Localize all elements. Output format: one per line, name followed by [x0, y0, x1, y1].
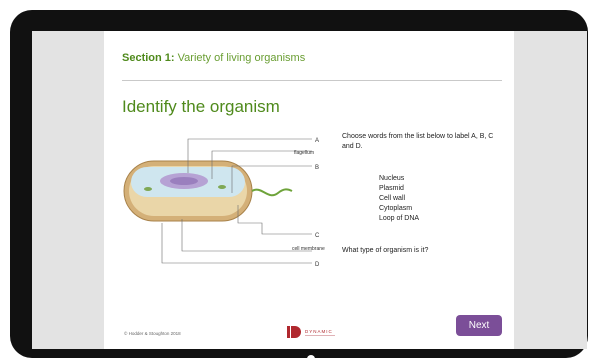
instructions: Choose words from the list below to labe…	[342, 133, 494, 150]
header-divider	[122, 80, 502, 81]
word-list: Nucleus Plasmid Cell wall Cytoplasm Loop…	[379, 174, 419, 224]
label-flagellum: flagellum	[294, 150, 314, 156]
section-prefix: Section 1:	[122, 52, 175, 64]
word-list-item: Loop of DNA	[379, 215, 420, 222]
slide: Section 1: Variety of living organisms I…	[104, 31, 514, 349]
page-title: Identify the organism	[122, 97, 280, 116]
screen: Section 1: Variety of living organisms I…	[32, 31, 587, 349]
next-button[interactable]: Next	[456, 315, 502, 336]
word-list-item: Nucleus	[379, 175, 405, 182]
plasmid-shape	[218, 185, 226, 189]
tablet-device: Section 1: Variety of living organisms I…	[10, 10, 588, 363]
word-list-item: Cytoplasm	[379, 205, 413, 212]
section-header: Section 1: Variety of living organisms	[122, 52, 305, 64]
publisher-logo-icon: DYNAMIC	[287, 326, 335, 338]
label-a: A	[315, 138, 319, 144]
bacterium-diagram: A flagellum B C cell membrane D	[123, 138, 325, 268]
label-c: C	[315, 233, 320, 239]
section-title: Variety of living organisms	[177, 52, 306, 64]
dna-loop-shape-inner	[170, 177, 198, 185]
label-cell-membrane: cell membrane	[292, 246, 325, 252]
word-list-item: Cell wall	[379, 195, 406, 202]
plasmid-shape	[144, 187, 152, 191]
copyright-text: © Hodder & Stoughton 2018	[124, 331, 181, 336]
word-list-item: Plasmid	[379, 185, 404, 192]
question-text: What type of organism is it?	[342, 247, 429, 254]
label-b: B	[315, 165, 319, 171]
logo-text: DYNAMIC	[305, 329, 333, 334]
label-d: D	[315, 262, 320, 268]
home-button-icon[interactable]	[307, 355, 315, 363]
flagellum-shape	[251, 188, 293, 197]
